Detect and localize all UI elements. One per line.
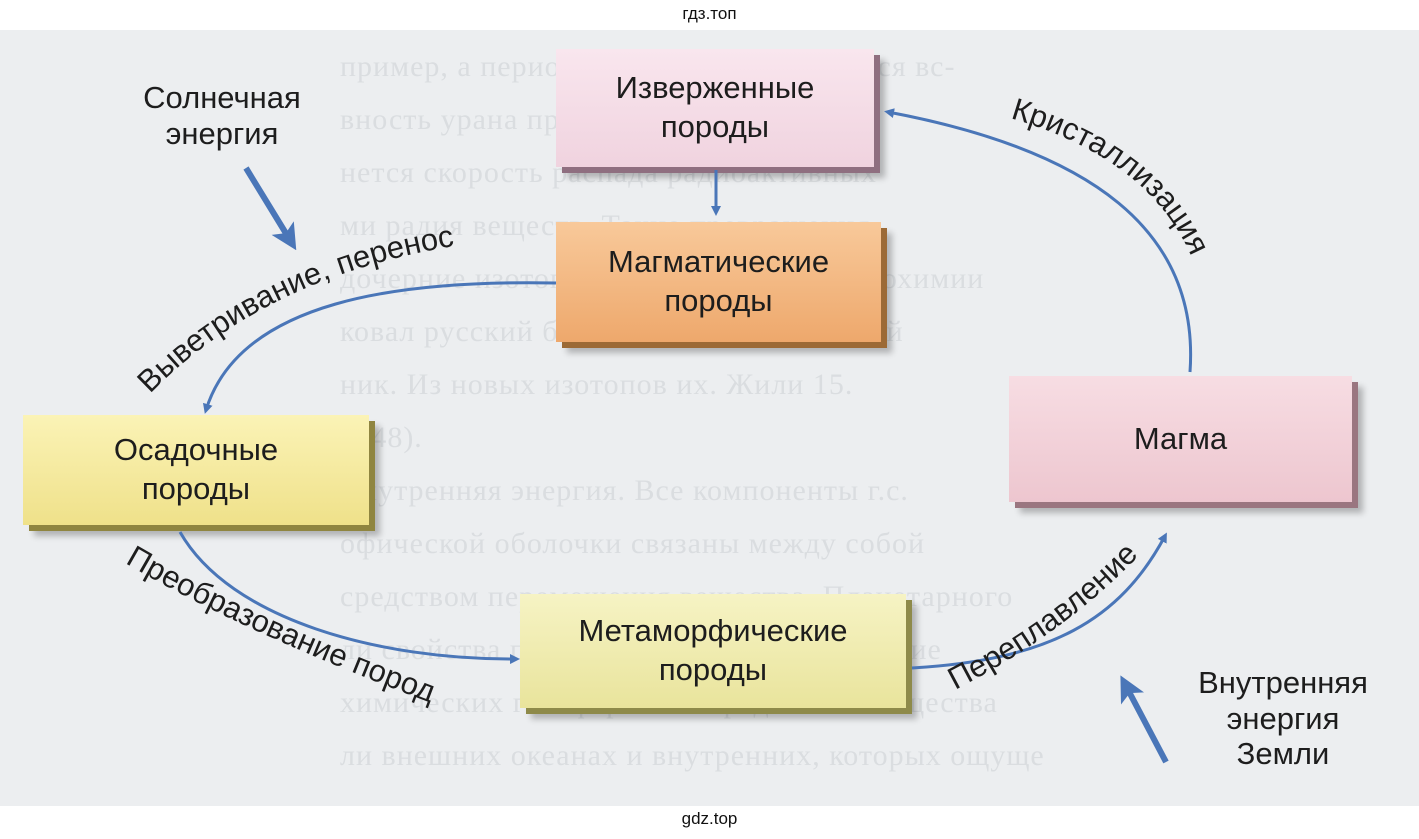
background-text-line: ник. Из новых изотопов их. Жили 15. xyxy=(340,368,854,401)
background-text-line: Внутренняя энергия. Все компоненты г.с. xyxy=(340,474,909,507)
magma-label: Магма xyxy=(1133,420,1228,456)
sedimentary-rocks-line-2: породы xyxy=(141,471,251,506)
arrow-magmatic-to-sedimentary xyxy=(203,281,557,414)
weathering-text: Выветривание, перенос xyxy=(130,218,456,399)
transformation-label: Преобразование пород xyxy=(121,539,440,710)
solar-energy-line-2: энергия xyxy=(165,115,279,151)
weathering-label: Выветривание, перенос xyxy=(130,218,456,399)
crystallization-label: Кристаллизация xyxy=(1008,91,1217,259)
igneous-rocks-line-2: породы xyxy=(660,109,770,144)
solar-energy-label: Солнечная энергия xyxy=(112,80,332,151)
internal-energy-line-1: Внутренняя xyxy=(1198,665,1368,700)
igneous-rocks-line-1: Изверженные xyxy=(615,70,815,106)
magmatic-rocks-box: Магматические породы xyxy=(556,222,881,342)
background-text-line: ли внешних океанах и внутренних, которых… xyxy=(340,739,1045,772)
internal-energy-label: Внутренняя энергия Земли xyxy=(1168,665,1398,772)
magmatic-rocks-line-2: породы xyxy=(664,283,773,318)
remelting-label: Переплавление xyxy=(942,536,1144,696)
metamorphic-rocks-line-1: Метаморфические xyxy=(578,613,848,649)
remelting-text: Переплавление xyxy=(942,536,1144,696)
internal-energy-line-3: Земли xyxy=(1236,736,1330,772)
arrow-sedimentary-to-metamorphic xyxy=(178,531,520,665)
solar-energy-line-1: Солнечная xyxy=(143,80,301,115)
metamorphic-rocks-line-2: породы xyxy=(658,652,768,687)
watermark-bottom: gdz.top xyxy=(681,809,738,828)
background-text-line: офической оболочки связаны между собой xyxy=(340,527,926,560)
magma-box: Магма xyxy=(1009,376,1352,502)
arrow-metamorphic-to-magma xyxy=(911,532,1167,670)
watermark-top: гдз.топ xyxy=(682,4,737,23)
internal-energy-line-2: энергия xyxy=(1226,700,1340,736)
sedimentary-rocks-box: Осадочные породы xyxy=(23,415,369,525)
metamorphic-rocks-box: Метаморфические породы xyxy=(520,594,906,708)
arrow-internal-energy xyxy=(1120,675,1169,764)
sedimentary-rocks-line-1: Осадочные xyxy=(113,432,279,468)
transformation-text: Преобразование пород xyxy=(121,539,440,710)
magmatic-rocks-line-1: Магматические xyxy=(607,244,830,280)
arrow-solar-energy xyxy=(243,166,297,251)
igneous-rocks-box: Изверженные породы xyxy=(556,49,874,167)
crystallization-text: Кристаллизация xyxy=(1008,91,1217,259)
arrow-magma-to-igneous xyxy=(884,108,1193,373)
